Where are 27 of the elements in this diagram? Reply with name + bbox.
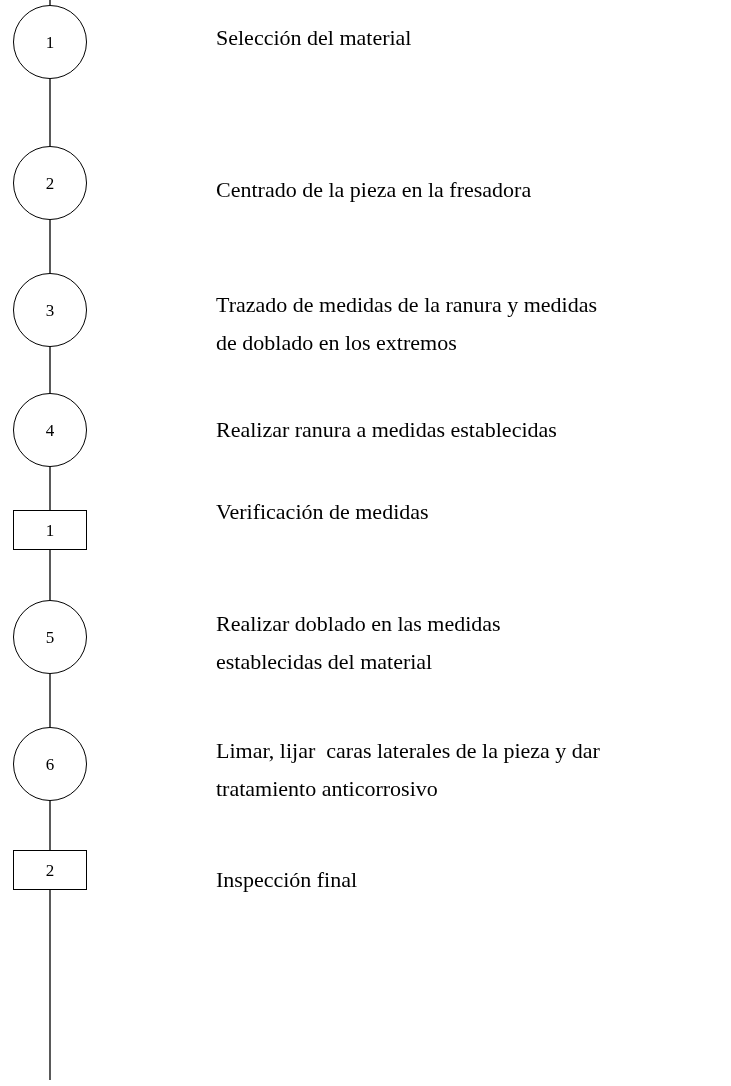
step-description: Inspección final <box>216 866 359 894</box>
step-description: Centrado de la pieza en la fresadora <box>216 176 533 204</box>
step-description: Realizar doblado en las medidas establecidas del material <box>216 610 502 676</box>
step-description: Realizar ranura a medidas establecidas <box>216 416 558 444</box>
connector-line <box>49 673 51 728</box>
step-number: 6 <box>45 755 55 773</box>
connector-line <box>49 0 51 6</box>
step-number: 1 <box>45 33 55 51</box>
step-number: 3 <box>45 301 55 319</box>
connector-line <box>49 78 51 147</box>
step-number: 2 <box>45 861 55 879</box>
step-description: Verificación de medidas <box>216 498 430 526</box>
connector-line <box>49 466 51 511</box>
connector-line <box>49 346 51 394</box>
step-number: 5 <box>45 628 55 646</box>
step-number: 1 <box>45 521 55 539</box>
connector-line <box>49 800 51 851</box>
step-description: Selección del material <box>216 24 413 52</box>
step-number: 4 <box>45 421 55 439</box>
connector-line <box>49 889 51 1081</box>
connector-line <box>49 549 51 601</box>
connector-line <box>49 219 51 274</box>
step-description: Trazado de medidas de la ranura y medidas de doblado en los extremos <box>216 291 598 357</box>
step-number: 2 <box>45 174 55 192</box>
inspection-box <box>13 850 87 890</box>
inspection-box <box>13 510 87 550</box>
step-description: Limar, lijar caras laterales de la pieza y dar tratamiento anticorrosivo <box>216 737 601 803</box>
